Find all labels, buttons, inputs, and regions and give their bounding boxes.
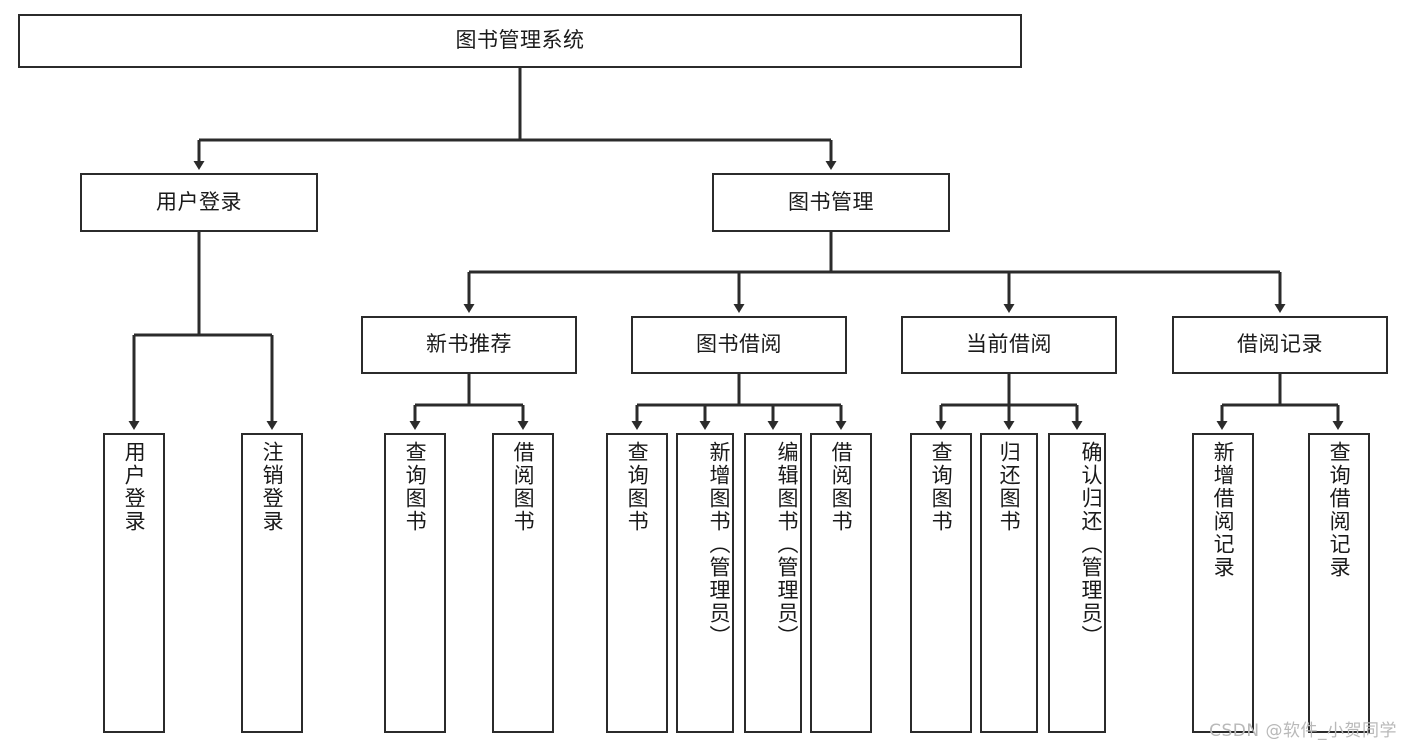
node-leaf-add-record-label: 新增借阅记录 [1211, 441, 1236, 579]
node-new-book-rec-label: 新书推荐 [426, 332, 512, 357]
node-leaf-query-book-1-label: 查询图书 [403, 441, 428, 533]
node-leaf-query-book-2-label: 查询图书 [625, 441, 650, 533]
node-book-manage[interactable]: 图书管理 [712, 173, 950, 232]
node-leaf-return-book-label: 归还图书 [997, 441, 1022, 533]
node-current-borrow[interactable]: 当前借阅 [901, 316, 1117, 374]
node-leaf-borrow-book-1-label: 借阅图书 [511, 441, 536, 533]
node-leaf-query-book-3[interactable]: 查询图书 [910, 433, 972, 733]
node-book-borrow[interactable]: 图书借阅 [631, 316, 847, 374]
node-book-borrow-label: 图书借阅 [696, 332, 782, 357]
watermark-text: CSDN @软件_小贺同学 [1209, 721, 1397, 741]
node-leaf-query-book-2[interactable]: 查询图书 [606, 433, 668, 733]
node-leaf-query-book-1[interactable]: 查询图书 [384, 433, 446, 733]
node-leaf-add-record[interactable]: 新增借阅记录 [1192, 433, 1254, 733]
node-leaf-edit-book[interactable]: 编辑图书（管理员） [744, 433, 802, 733]
node-root[interactable]: 图书管理系统 [18, 14, 1022, 68]
node-leaf-add-book[interactable]: 新增图书（管理员） [676, 433, 734, 733]
node-leaf-borrow-book-2-label: 借阅图书 [829, 441, 854, 533]
node-leaf-logout-label: 注销登录 [260, 441, 285, 533]
node-leaf-user-login-label: 用户登录 [122, 441, 147, 533]
node-borrow-record-label: 借阅记录 [1237, 332, 1323, 357]
node-current-borrow-label: 当前借阅 [966, 332, 1052, 357]
node-leaf-query-book-3-label: 查询图书 [929, 441, 954, 533]
node-leaf-user-login[interactable]: 用户登录 [103, 433, 165, 733]
node-user-login-label: 用户登录 [156, 189, 242, 214]
node-new-book-rec[interactable]: 新书推荐 [361, 316, 577, 374]
node-leaf-edit-book-label: 编辑图书（管理员） [775, 441, 799, 648]
node-leaf-logout[interactable]: 注销登录 [241, 433, 303, 733]
node-leaf-return-book[interactable]: 归还图书 [980, 433, 1038, 733]
node-leaf-borrow-book-1[interactable]: 借阅图书 [492, 433, 554, 733]
node-leaf-confirm-return-label: 确认归还（管理员） [1079, 441, 1103, 648]
node-leaf-query-record[interactable]: 查询借阅记录 [1308, 433, 1370, 733]
node-book-manage-label: 图书管理 [788, 189, 874, 214]
node-leaf-confirm-return[interactable]: 确认归还（管理员） [1048, 433, 1106, 733]
node-leaf-borrow-book-2[interactable]: 借阅图书 [810, 433, 872, 733]
node-leaf-query-record-label: 查询借阅记录 [1327, 441, 1352, 579]
node-user-login[interactable]: 用户登录 [80, 173, 318, 232]
node-borrow-record[interactable]: 借阅记录 [1172, 316, 1388, 374]
node-leaf-add-book-label: 新增图书（管理员） [707, 441, 731, 648]
node-root-label: 图书管理系统 [455, 28, 585, 53]
